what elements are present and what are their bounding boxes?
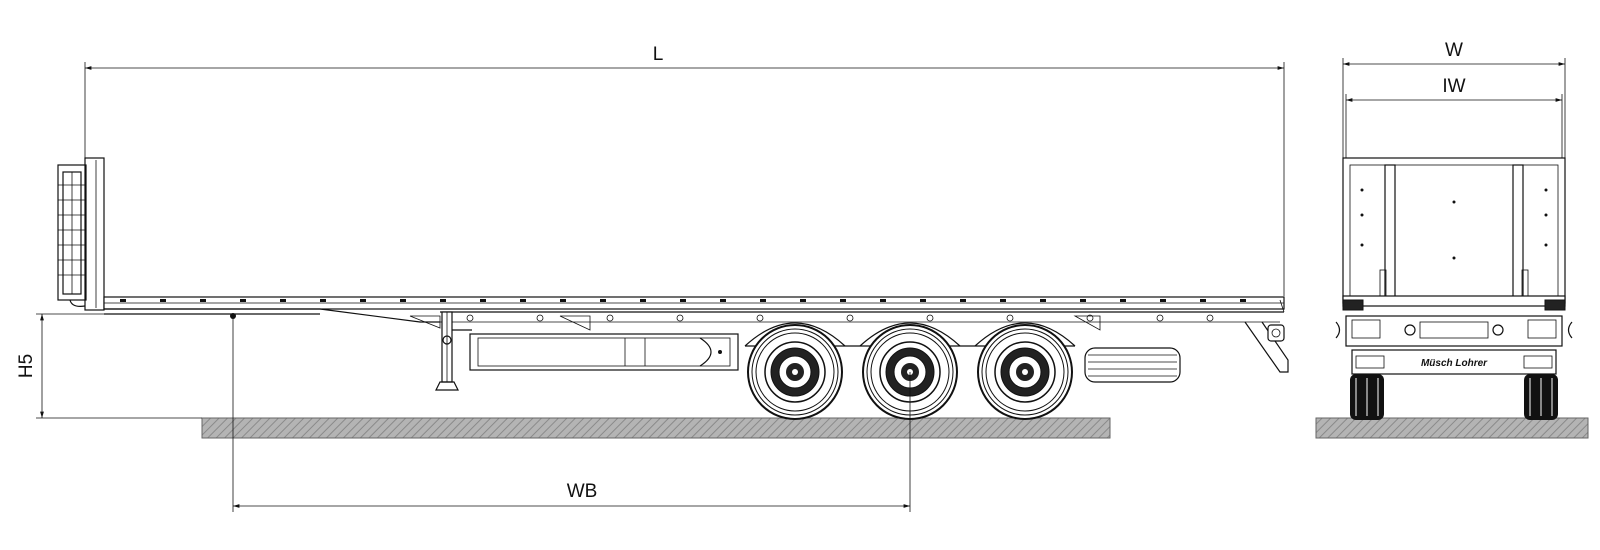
wheel-axle-1 (747, 324, 843, 420)
headboard (57, 157, 105, 311)
pallet-box (469, 333, 739, 371)
width-label: W (1445, 40, 1463, 61)
ground-platform-side (201, 417, 1111, 439)
flatbed-deck (103, 296, 1285, 331)
brand-logo-text: Müsch Lohrer (1421, 358, 1488, 369)
rear-tyres-left (1350, 374, 1384, 420)
dimension-lines: L W IW H5 WB (16, 40, 1566, 512)
rear-tyres-right (1524, 374, 1558, 420)
landing-gear (435, 311, 472, 391)
length-label: L (653, 44, 664, 65)
inner-width-label: IW (1442, 76, 1465, 97)
rear-view: Müsch Lohrer (1315, 157, 1589, 439)
height-label: H5 (16, 354, 37, 378)
wheel-axle-3 (977, 324, 1073, 420)
ground-platform-rear (1315, 417, 1589, 439)
rear-bumper-bar (1351, 349, 1557, 375)
wheelbase-label: WB (567, 481, 598, 502)
rear-bumper (1244, 321, 1289, 373)
spare-wheel (1084, 347, 1181, 383)
rear-headboard (1342, 157, 1566, 304)
side-view (57, 157, 1289, 439)
fender (744, 322, 846, 347)
